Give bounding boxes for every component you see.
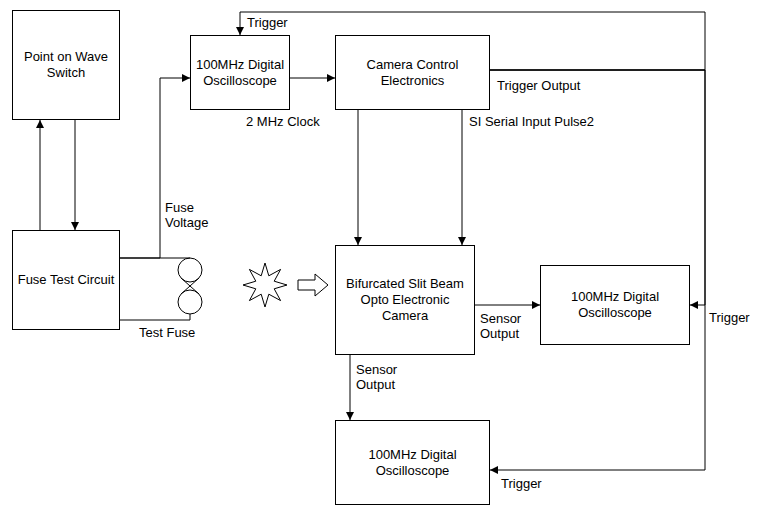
signal-arrow	[350, 355, 351, 420]
signal-arrow	[290, 78, 335, 79]
signal-arrow	[358, 110, 359, 245]
box-text: 100MHz Digital Oscilloscope	[195, 57, 285, 89]
signal-arrow	[75, 120, 76, 230]
box-text: 100MHz Digital Oscilloscope	[545, 289, 685, 321]
oscilloscope-box: 100MHz Digital Oscilloscope	[540, 265, 690, 345]
signal-label: SI Serial Input Pulse2	[468, 114, 595, 129]
signal-arrow	[40, 120, 41, 230]
signal-label: Trigger	[500, 476, 543, 491]
test-circuit-box: Fuse Test Circuit	[12, 230, 120, 330]
box-text: Point on Wave Switch	[17, 49, 115, 81]
signal-label: Trigger	[246, 15, 289, 30]
fuse-symbol	[181, 278, 199, 294]
signal-arrow	[475, 305, 540, 306]
signal-label: Sensor Output	[355, 362, 417, 392]
box-text: Fuse Test Circuit	[18, 272, 115, 288]
box-text: Camera Control Electronics	[340, 57, 485, 89]
signal-label: Test Fuse	[138, 325, 196, 340]
signal-label: Trigger Output	[496, 78, 581, 93]
switch-box: Point on Wave Switch	[12, 10, 120, 120]
signal-arrow	[462, 110, 463, 245]
signal-label: Trigger	[708, 310, 751, 325]
signal-label: Fuse Voltage	[164, 200, 218, 230]
control-box: Camera Control Electronics	[335, 35, 490, 110]
oscilloscope-box: 100MHz Digital Oscilloscope	[335, 420, 490, 505]
signal-label: Sensor Output	[479, 311, 537, 341]
oscilloscope-box: 100MHz Digital Oscilloscope	[190, 35, 290, 110]
signal-arrow	[120, 78, 190, 258]
fuse-symbol	[181, 278, 199, 294]
fuse-wire	[120, 314, 190, 320]
explosion-star	[243, 263, 287, 307]
box-text: 100MHz Digital Oscilloscope	[340, 447, 485, 479]
box-text: Bifurcated Slit Beam Opto Electronic Cam…	[340, 276, 470, 324]
signal-arrow	[490, 70, 705, 470]
light-arrow	[298, 274, 328, 296]
signal-label: 2 MHz Clock	[245, 114, 321, 129]
camera-box: Bifurcated Slit Beam Opto Electronic Cam…	[335, 245, 475, 355]
